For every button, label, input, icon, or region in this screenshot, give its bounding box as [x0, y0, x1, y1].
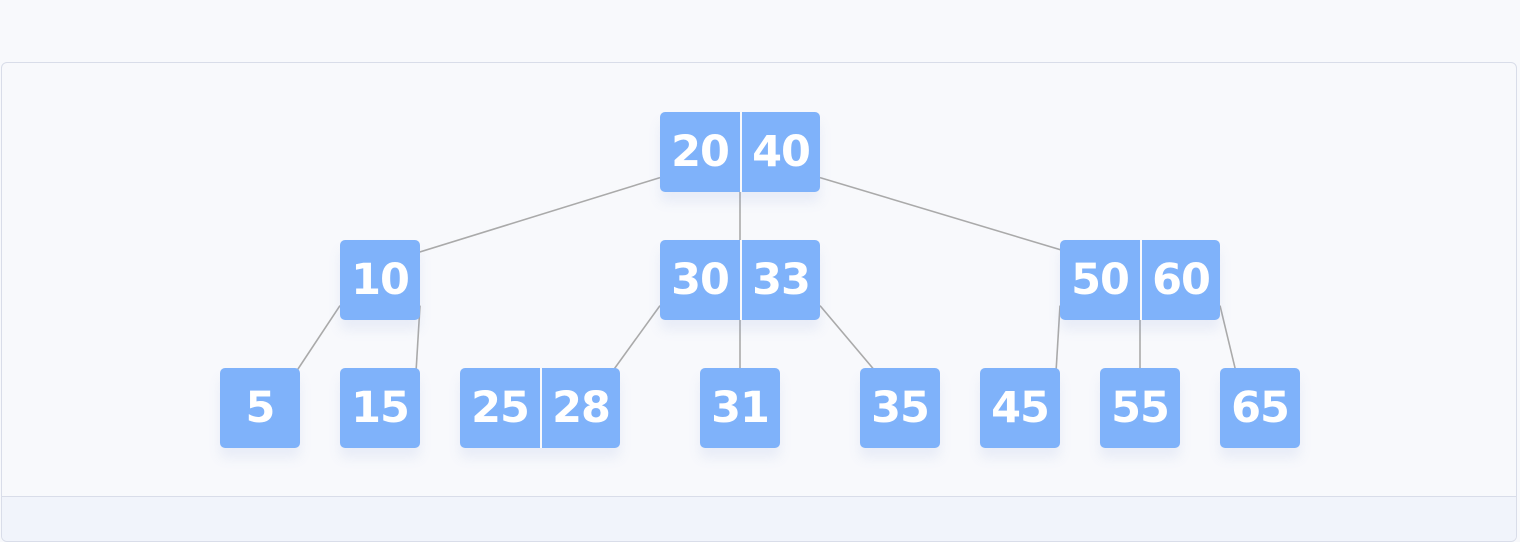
tree-node-20-40[interactable]: 20 40 [660, 112, 820, 192]
tree-node-15[interactable]: 15 [340, 368, 420, 448]
node-key: 20 [660, 112, 740, 192]
tree-node-65[interactable]: 65 [1220, 368, 1300, 448]
node-key: 28 [540, 368, 620, 448]
node-key: 35 [860, 368, 940, 448]
tree-node-30-33[interactable]: 30 33 [660, 240, 820, 320]
tree-node-55[interactable]: 55 [1100, 368, 1180, 448]
node-key: 33 [740, 240, 820, 320]
node-key: 55 [1100, 368, 1180, 448]
tree-node-35[interactable]: 35 [860, 368, 940, 448]
tree-node-31[interactable]: 31 [700, 368, 780, 448]
node-key: 25 [460, 368, 540, 448]
node-key: 40 [740, 112, 820, 192]
tree-node-50-60[interactable]: 50 60 [1060, 240, 1220, 320]
node-key: 65 [1220, 368, 1300, 448]
node-key: 30 [660, 240, 740, 320]
tree-node-10[interactable]: 10 [340, 240, 420, 320]
node-key: 15 [340, 368, 420, 448]
tree-node-45[interactable]: 45 [980, 368, 1060, 448]
node-key: 10 [340, 240, 420, 320]
panel-footer [2, 496, 1516, 541]
node-key: 5 [220, 368, 300, 448]
node-key: 45 [980, 368, 1060, 448]
node-key: 50 [1060, 240, 1140, 320]
node-key: 31 [700, 368, 780, 448]
node-key: 60 [1140, 240, 1220, 320]
tree-node-5[interactable]: 5 [220, 368, 300, 448]
tree-node-25-28[interactable]: 25 28 [460, 368, 620, 448]
